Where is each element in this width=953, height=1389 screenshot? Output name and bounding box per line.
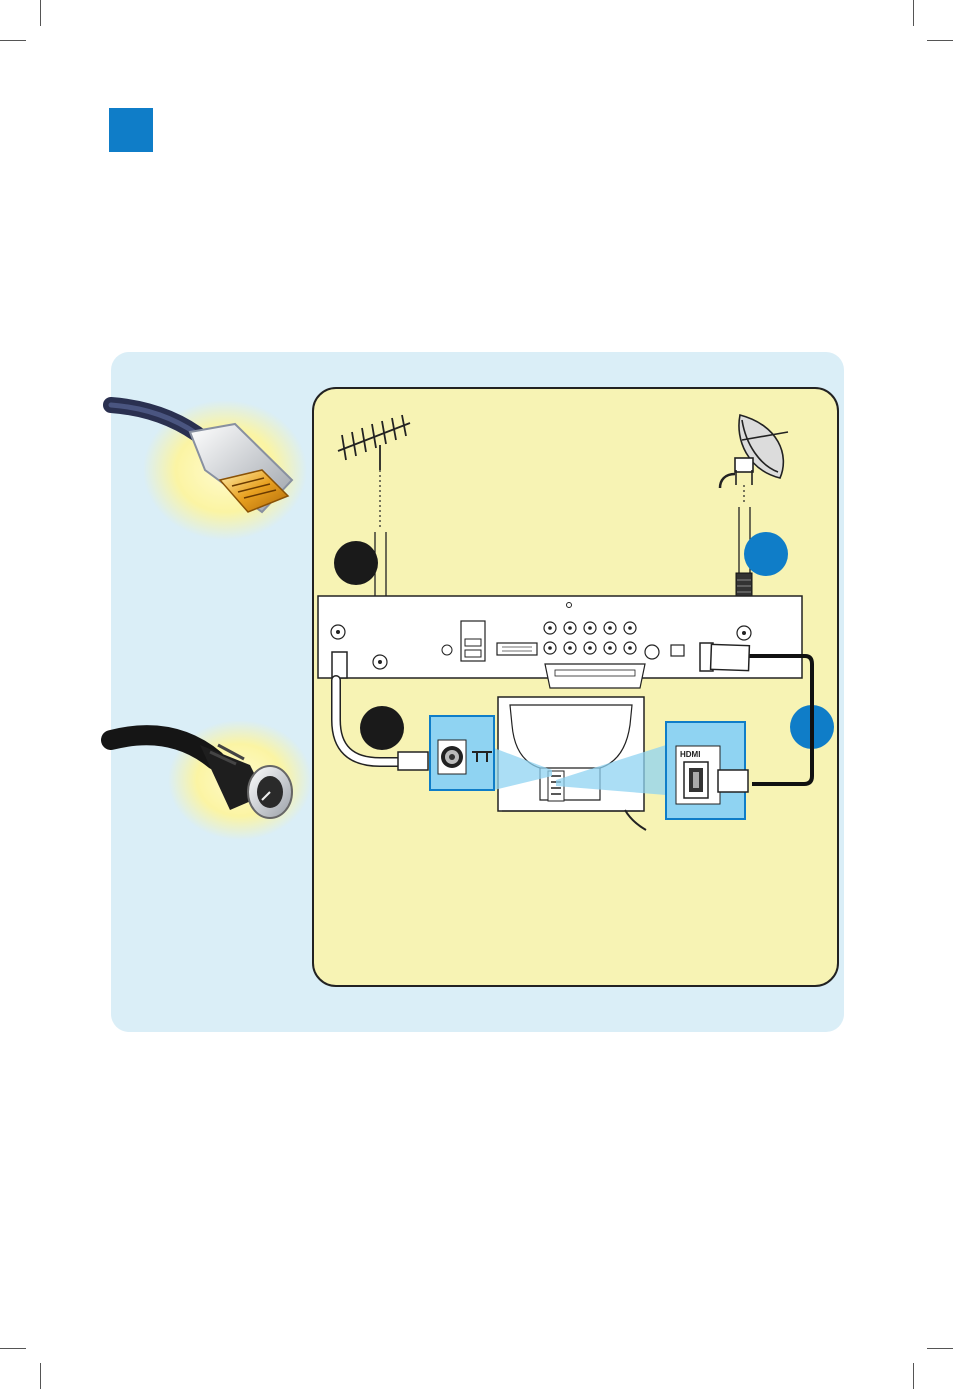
receiver-rear-panel [318,596,802,688]
tv-antenna-input-callout [430,716,494,790]
terrestrial-antenna-icon [338,415,410,470]
hdmi-plug-receiver [711,644,750,670]
coax-plug-receiver [332,652,347,678]
hdmi-port-label: HDMI [680,750,700,759]
coax-plug-icon [111,720,312,840]
coax-plug-tv [398,752,428,770]
step-badge-satellite [744,532,788,576]
hdmi-plug-tv [718,770,748,792]
step-badge-2 [360,706,404,750]
step-badge-1 [334,541,378,585]
hdmi-plug-icon [111,400,307,540]
satellite-dish-icon [720,415,788,488]
